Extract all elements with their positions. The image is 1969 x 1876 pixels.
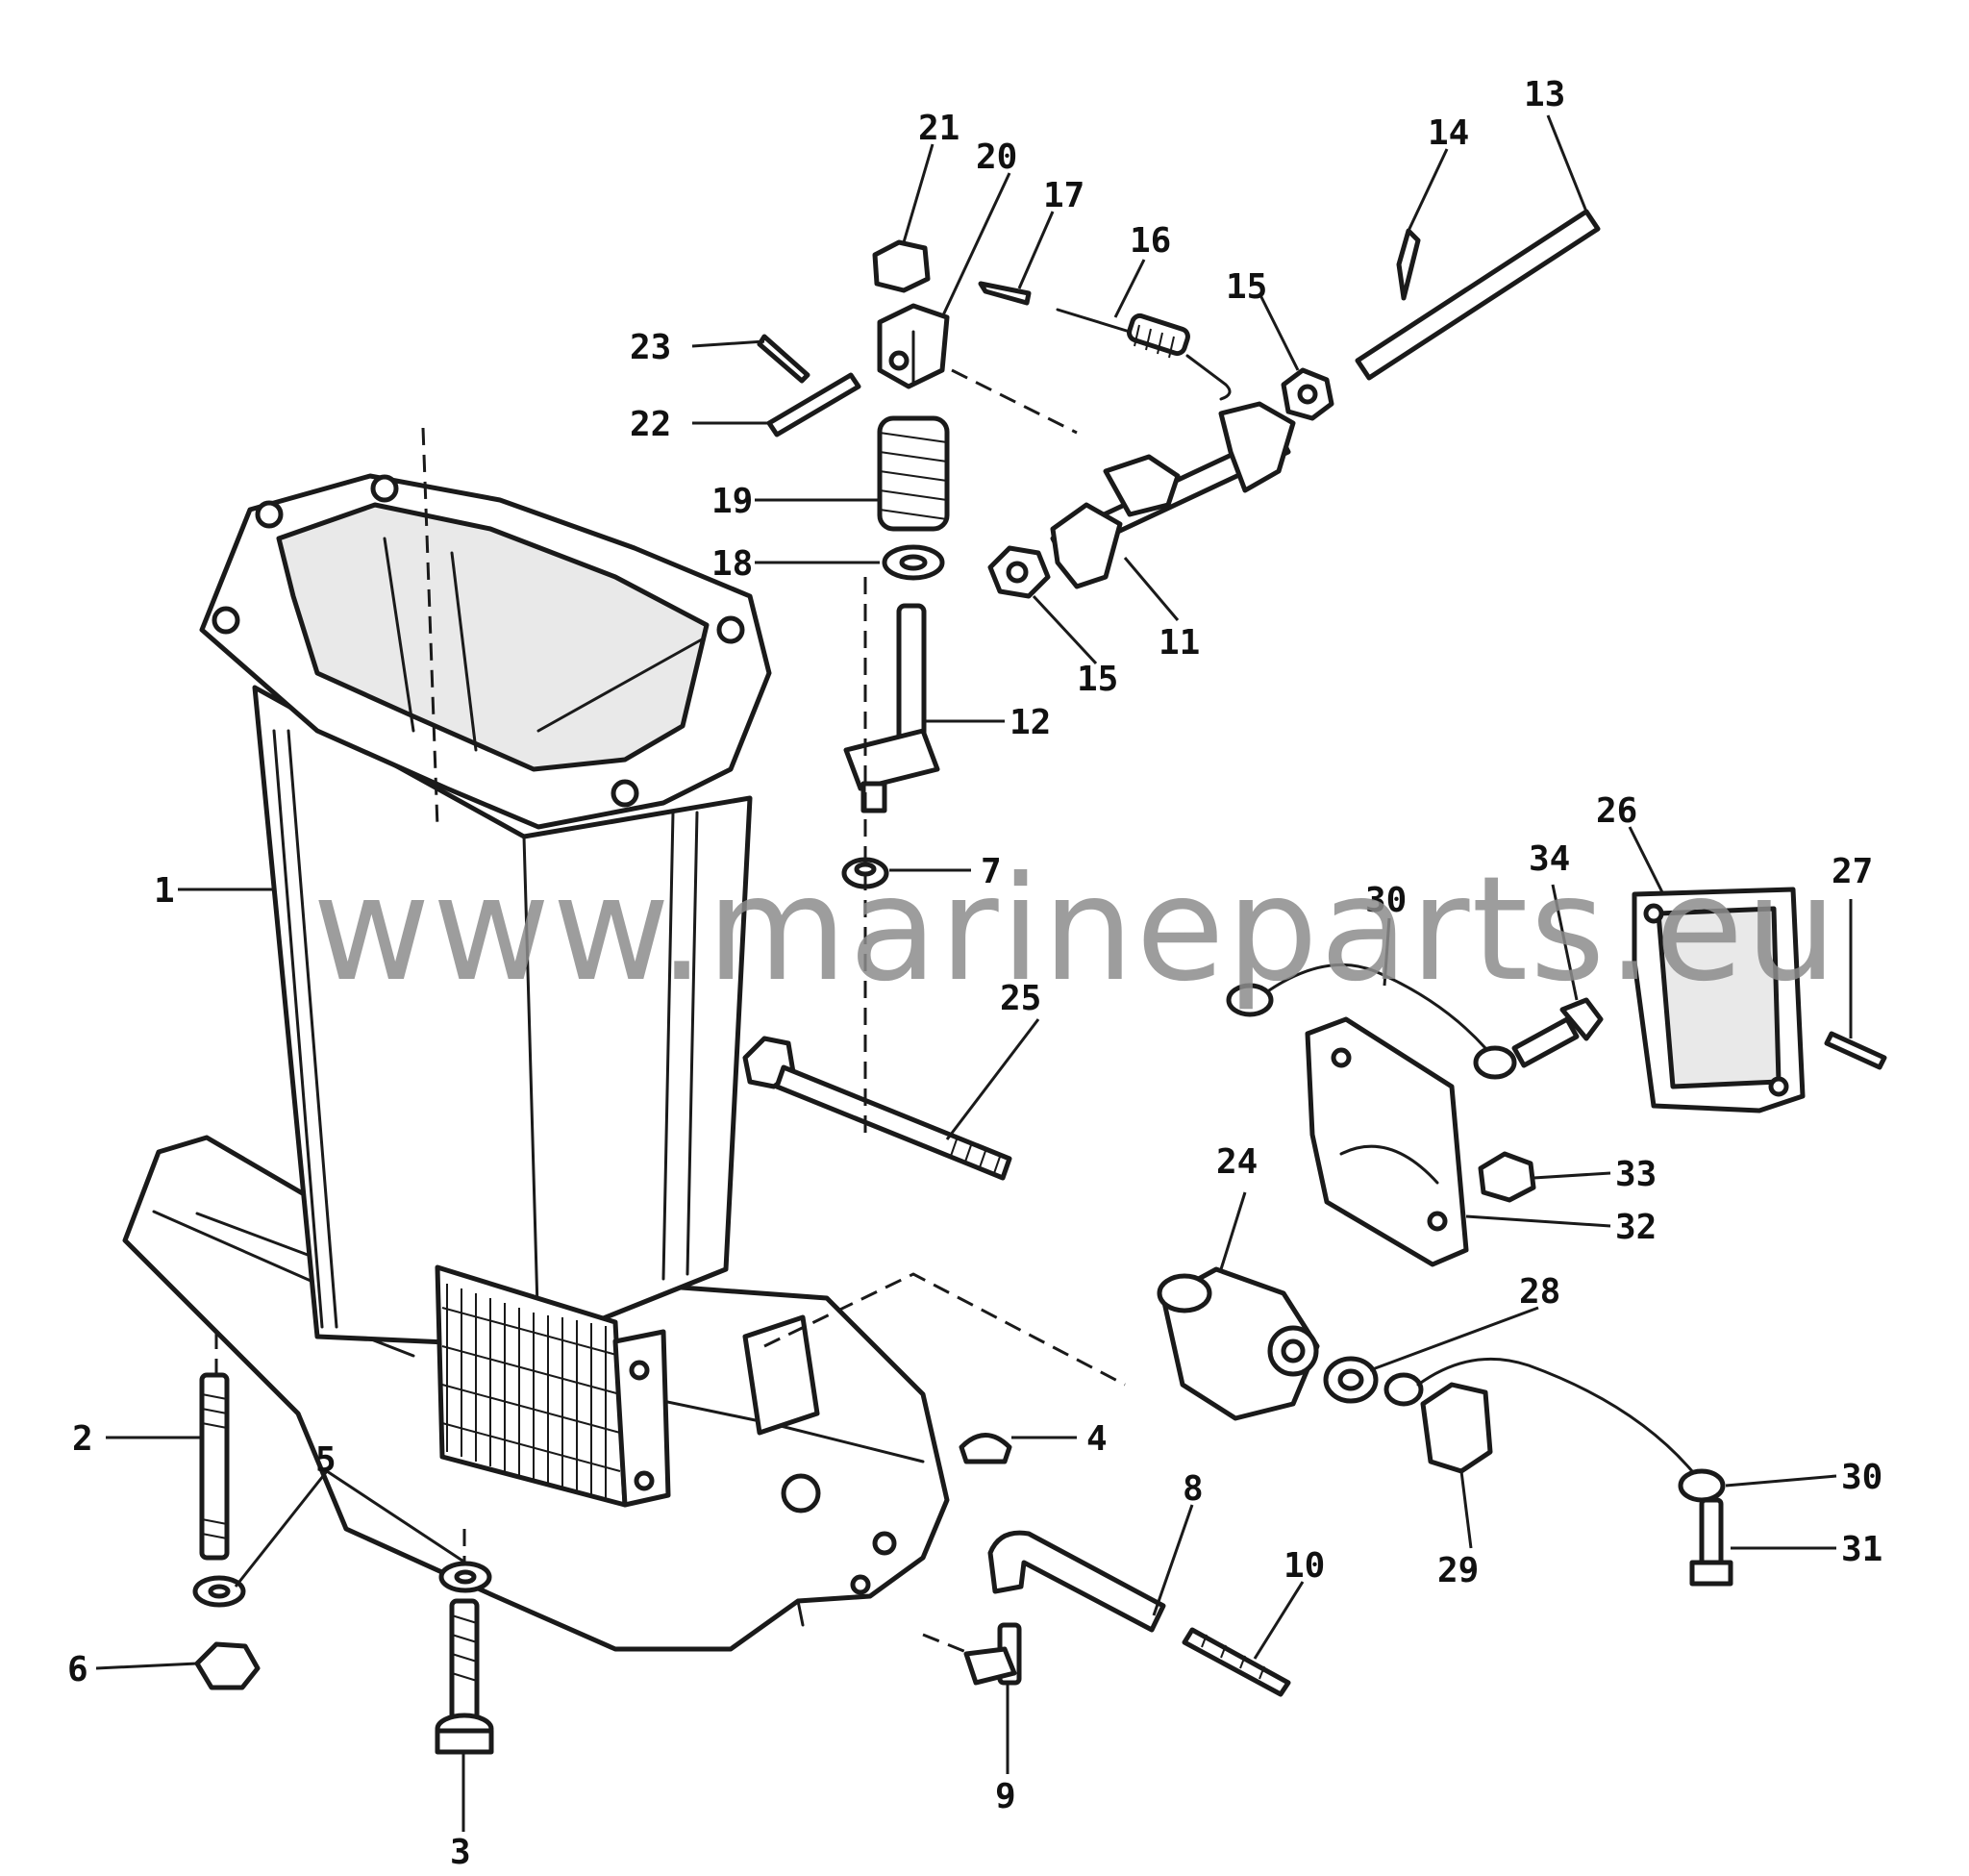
callout-33: 33 xyxy=(1615,1155,1657,1194)
callout-29: 29 xyxy=(1437,1551,1479,1590)
callout-labels: 1 2 3 4 5 6 7 8 9 10 11 12 13 14 15 15 1… xyxy=(67,75,1882,1872)
callout-21: 21 xyxy=(918,109,960,148)
screw-thread xyxy=(1201,1634,1265,1680)
bolt xyxy=(435,1598,494,1755)
callout-30-upper: 30 xyxy=(1365,881,1407,920)
callout-34: 34 xyxy=(1529,839,1570,879)
callout-23: 23 xyxy=(630,328,671,367)
shift-spring xyxy=(1056,308,1232,401)
nut xyxy=(1478,1151,1536,1203)
callout-24: 24 xyxy=(1216,1142,1258,1182)
bushing-hole xyxy=(1006,561,1029,584)
callout-16: 16 xyxy=(1130,221,1171,261)
callout-14: 14 xyxy=(1428,113,1469,153)
callout-7: 7 xyxy=(981,852,1002,891)
shift-block xyxy=(877,303,950,389)
pin xyxy=(766,372,861,438)
callout-32: 32 xyxy=(1615,1208,1657,1247)
callout-10: 10 xyxy=(1284,1546,1325,1586)
assembly-line xyxy=(951,368,1078,435)
water-fitting xyxy=(963,1622,1022,1686)
washer-hole xyxy=(454,1569,477,1585)
cotter-pin xyxy=(1396,228,1421,301)
intake-grill-hatching xyxy=(441,1284,621,1500)
through-bolt xyxy=(742,1036,1012,1181)
cotter-pin xyxy=(757,334,810,384)
callout-6: 6 xyxy=(67,1650,88,1689)
plug xyxy=(959,1433,1012,1464)
cover-plate xyxy=(1632,887,1806,1113)
assembly-line xyxy=(763,1272,1126,1387)
callout-13: 13 xyxy=(1524,75,1565,114)
callout-28: 28 xyxy=(1519,1272,1560,1312)
leader-lines xyxy=(95,114,1853,1832)
callout-20: 20 xyxy=(976,138,1017,177)
callout-11: 11 xyxy=(1159,623,1200,663)
callout-4: 4 xyxy=(1086,1419,1108,1459)
shift-rod xyxy=(1355,209,1601,381)
bolt xyxy=(1689,1497,1733,1587)
washer-hole xyxy=(899,554,928,571)
callout-17: 17 xyxy=(1043,176,1084,215)
cap-nut xyxy=(1420,1382,1493,1474)
screw xyxy=(1824,1031,1887,1070)
shift-lever-shaft xyxy=(843,603,940,813)
callout-5: 5 xyxy=(315,1440,336,1480)
coil-spring xyxy=(877,415,950,532)
nut xyxy=(872,239,931,293)
assembly-line xyxy=(421,427,439,828)
callout-1: 1 xyxy=(154,871,175,911)
screw xyxy=(1182,1627,1291,1697)
driveshaft-housing xyxy=(122,473,950,1652)
callout-3: 3 xyxy=(450,1833,471,1872)
assembly-line xyxy=(922,1633,972,1656)
bushing-hole xyxy=(1297,384,1318,405)
callout-12: 12 xyxy=(1009,703,1051,742)
stud xyxy=(199,1372,230,1561)
callout-27: 27 xyxy=(1832,852,1873,891)
callout-8: 8 xyxy=(1183,1469,1204,1509)
mount-bracket xyxy=(1305,1016,1469,1267)
callout-30-lower: 30 xyxy=(1841,1458,1882,1497)
callout-22: 22 xyxy=(630,405,671,444)
hex-nut xyxy=(194,1641,261,1690)
callout-26: 26 xyxy=(1596,791,1637,831)
bolt xyxy=(1511,997,1604,1068)
grommet-hole xyxy=(854,862,877,877)
callout-9: 9 xyxy=(995,1777,1016,1816)
washer-hole xyxy=(1337,1368,1364,1391)
rubber-mount xyxy=(1157,1266,1320,1421)
callout-19: 19 xyxy=(711,482,753,521)
shift-shaft xyxy=(1050,401,1296,589)
callout-15: 15 xyxy=(1226,267,1267,307)
washer-hole xyxy=(208,1584,231,1599)
pin xyxy=(978,281,1032,306)
callout-15-lower: 15 xyxy=(1077,660,1118,699)
ground-strap xyxy=(1226,963,1517,1080)
callout-18: 18 xyxy=(711,544,753,584)
callout-25: 25 xyxy=(1000,979,1041,1018)
callout-2: 2 xyxy=(72,1419,93,1459)
water-tube xyxy=(987,1530,1166,1633)
callout-31: 31 xyxy=(1841,1530,1882,1569)
